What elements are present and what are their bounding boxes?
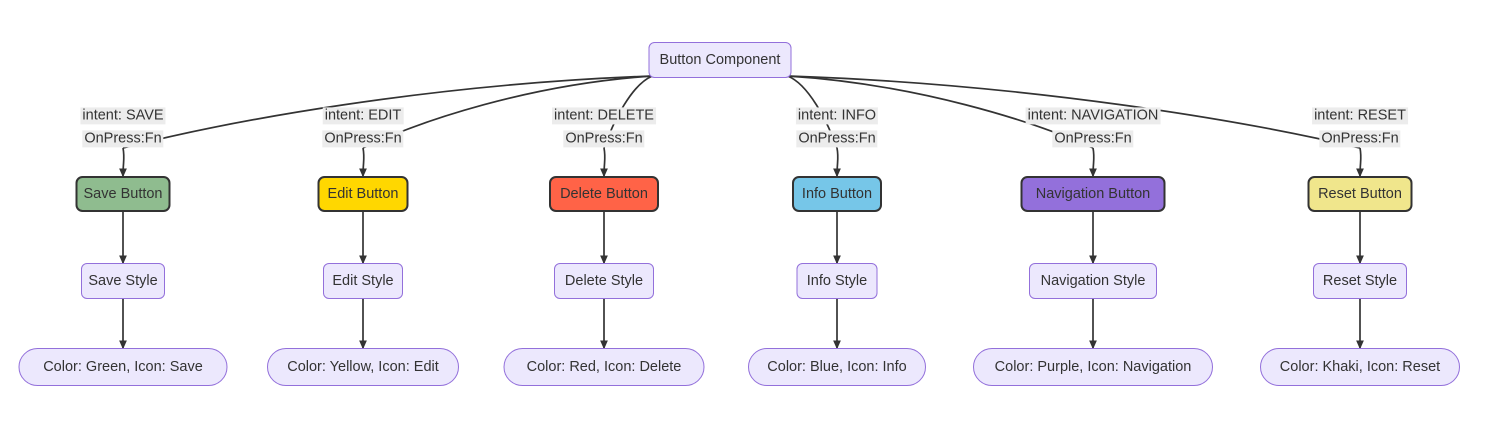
node-label: Color: Red, Icon: Delete	[526, 358, 682, 375]
node-label: Color: Blue, Icon: Info	[767, 358, 907, 375]
node-label: Color: Purple, Icon: Navigation	[994, 358, 1192, 375]
edge-label-onpress-save: OnPress:Fn	[82, 130, 164, 148]
node-navigation-style[interactable]: Navigation Style	[1029, 263, 1157, 299]
node-label: Navigation Style	[1040, 272, 1146, 289]
node-label: Delete Style	[564, 272, 644, 289]
edge-label-intent-edit: intent: EDIT	[322, 107, 404, 125]
edge-label-onpress-info: OnPress:Fn	[796, 130, 878, 148]
edge-label-intent-delete: intent: DELETE	[552, 107, 656, 125]
edge-label-intent-save: intent: SAVE	[80, 107, 166, 125]
node-label: Color: Khaki, Icon: Reset	[1279, 358, 1441, 375]
node-delete-button[interactable]: Delete Button	[549, 176, 659, 212]
node-label: Save Button	[83, 185, 163, 202]
edge-label-intent-navigation: intent: NAVIGATION	[1025, 107, 1161, 125]
node-info-detail[interactable]: Color: Blue, Icon: Info	[748, 348, 926, 386]
node-label: Reset Style	[1322, 272, 1398, 289]
edge-label-intent-reset: intent: RESET	[1312, 107, 1408, 125]
node-label: Reset Button	[1318, 185, 1402, 202]
node-save-detail[interactable]: Color: Green, Icon: Save	[18, 348, 228, 386]
node-info-button[interactable]: Info Button	[792, 176, 882, 212]
edge-label-onpress-navigation: OnPress:Fn	[1052, 130, 1134, 148]
node-label: Info Button	[801, 185, 873, 202]
node-delete-detail[interactable]: Color: Red, Icon: Delete	[503, 348, 705, 386]
node-navigation-button[interactable]: Navigation Button	[1020, 176, 1166, 212]
node-label: Button Component	[659, 51, 781, 68]
node-label: Edit Button	[327, 185, 399, 202]
node-label: Color: Green, Icon: Save	[43, 358, 203, 375]
node-info-style[interactable]: Info Style	[796, 263, 878, 299]
node-delete-style[interactable]: Delete Style	[554, 263, 654, 299]
node-save-style[interactable]: Save Style	[81, 263, 165, 299]
node-reset-style[interactable]: Reset Style	[1313, 263, 1407, 299]
node-reset-detail[interactable]: Color: Khaki, Icon: Reset	[1260, 348, 1460, 386]
node-button-component[interactable]: Button Component	[648, 42, 792, 78]
node-navigation-detail[interactable]: Color: Purple, Icon: Navigation	[973, 348, 1213, 386]
node-edit-button[interactable]: Edit Button	[317, 176, 409, 212]
node-save-button[interactable]: Save Button	[75, 176, 171, 212]
node-label: Save Style	[88, 272, 158, 289]
node-label: Edit Style	[332, 272, 394, 289]
edge-label-onpress-edit: OnPress:Fn	[322, 130, 404, 148]
node-reset-button[interactable]: Reset Button	[1307, 176, 1413, 212]
node-label: Info Style	[806, 272, 868, 289]
node-label: Delete Button	[560, 185, 648, 202]
node-edit-detail[interactable]: Color: Yellow, Icon: Edit	[267, 348, 459, 386]
edge-label-onpress-delete: OnPress:Fn	[563, 130, 645, 148]
edge-label-intent-info: intent: INFO	[795, 107, 879, 125]
node-label: Navigation Button	[1035, 185, 1151, 202]
node-label: Color: Yellow, Icon: Edit	[287, 358, 439, 375]
node-edit-style[interactable]: Edit Style	[323, 263, 403, 299]
edge-label-onpress-reset: OnPress:Fn	[1319, 130, 1401, 148]
